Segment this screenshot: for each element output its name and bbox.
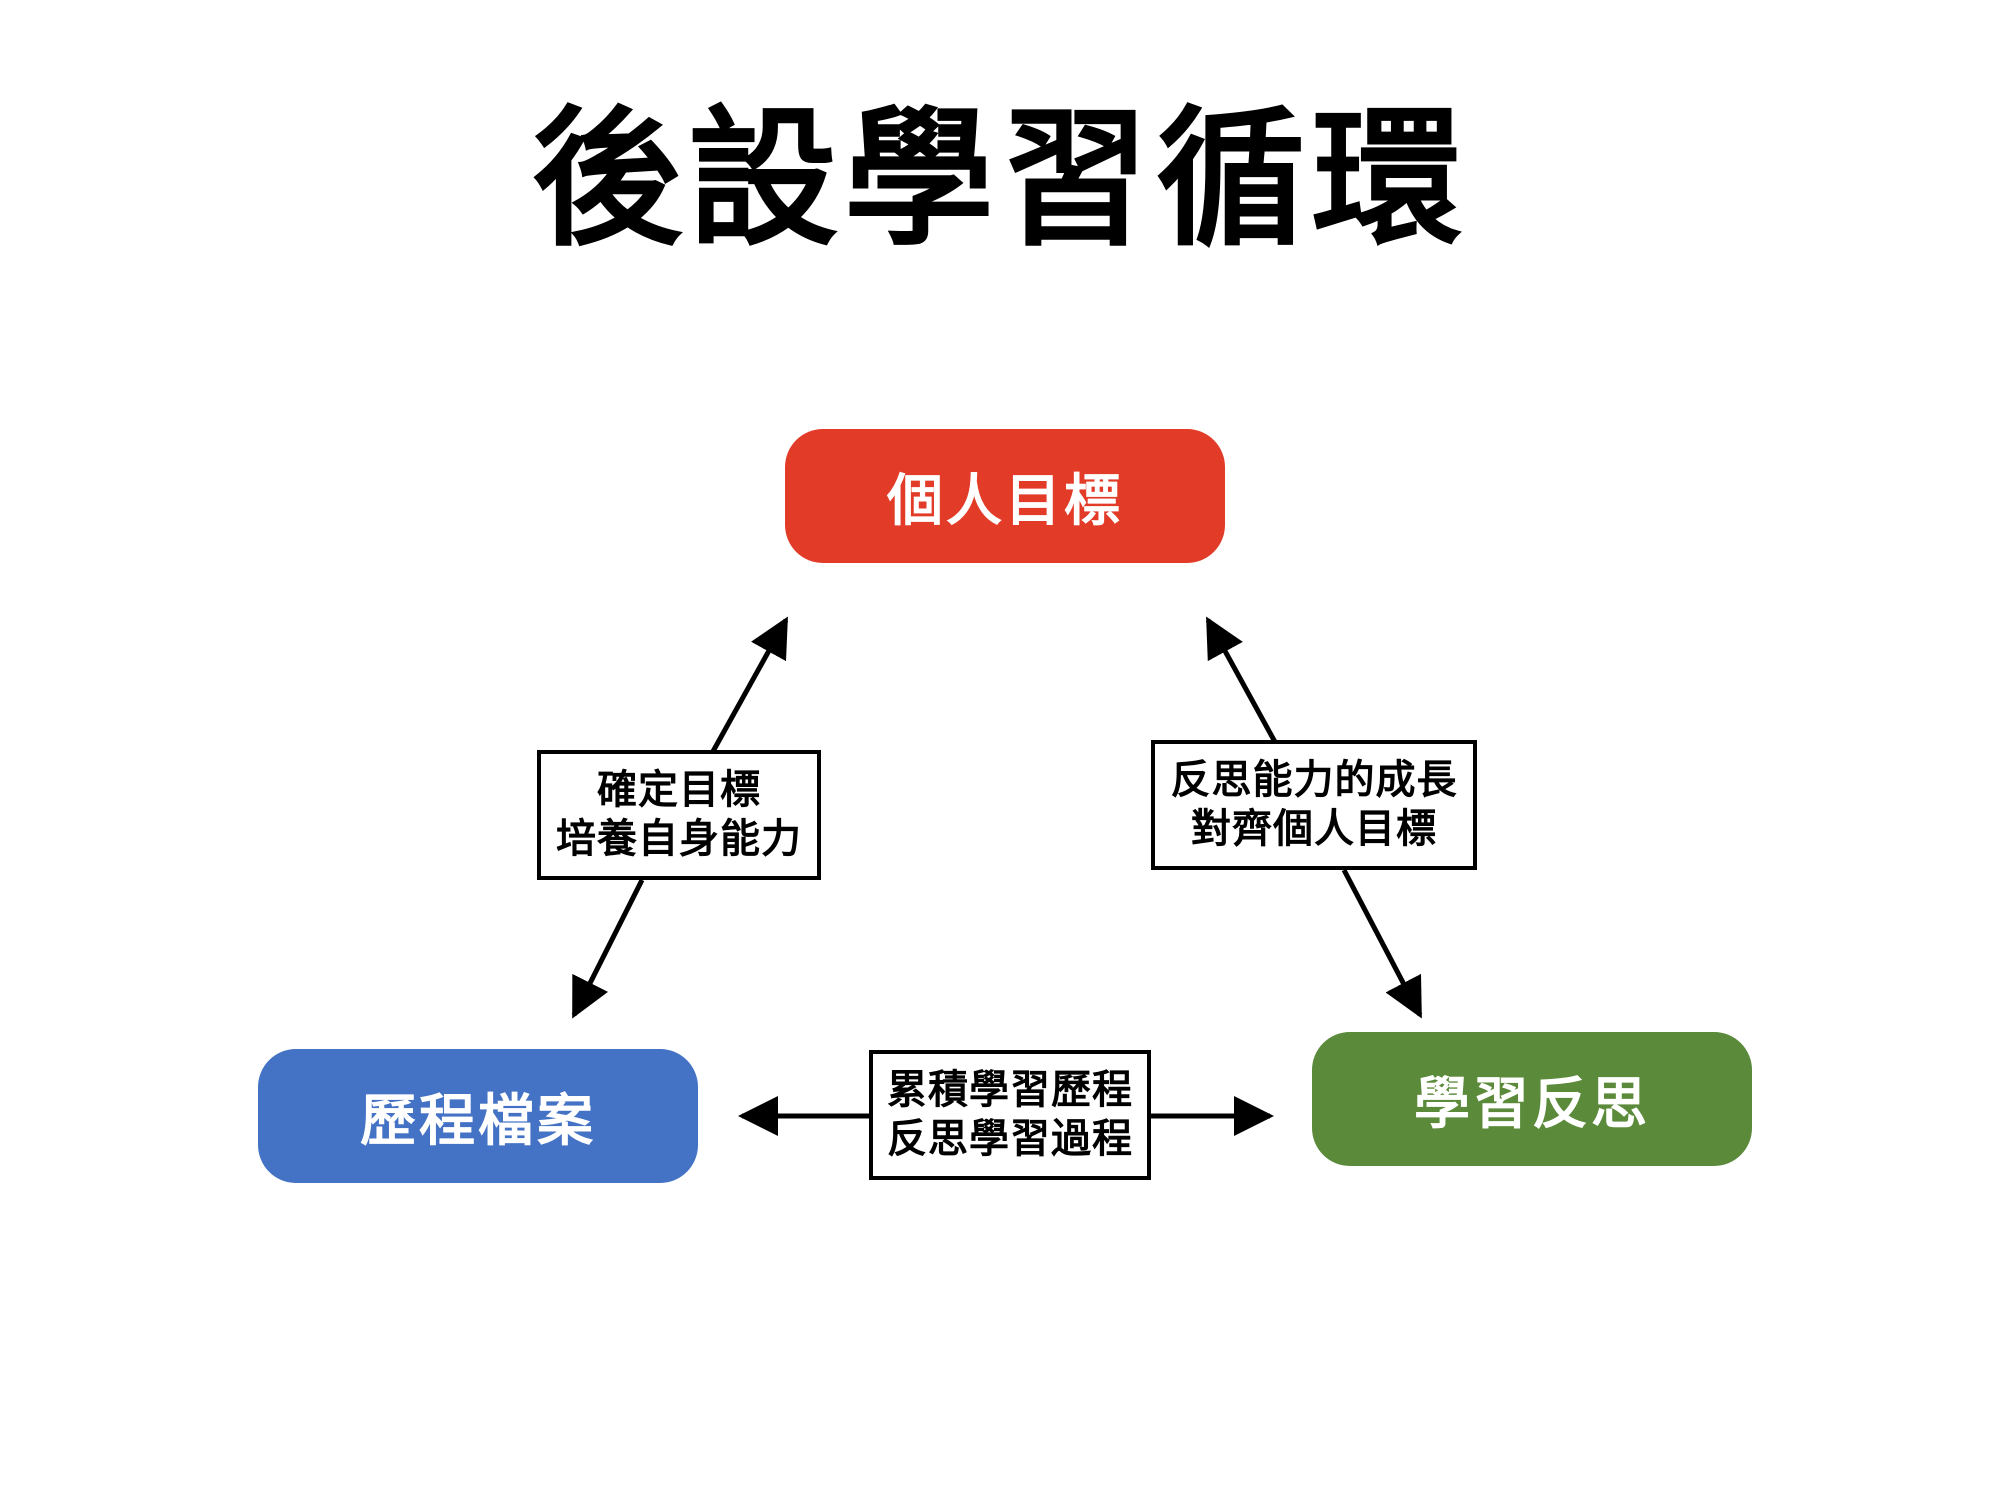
edge-label-bottom-line2: 反思學習過程 xyxy=(887,1116,1133,1162)
arrow-right-down xyxy=(1341,868,1423,1019)
edge-label-right-line1: 反思能力的成長 xyxy=(1170,757,1458,804)
edge-label-left-line1: 確定目標 xyxy=(597,767,761,814)
arrow-left-up xyxy=(708,616,789,757)
edge-label-right: 反思能力的成長 對齊個人目標 xyxy=(1151,740,1477,870)
edge-label-left: 確定目標 培養自身能力 xyxy=(537,750,821,880)
node-personal-goal: 個人目標 xyxy=(785,429,1225,563)
node-portfolio: 歷程檔案 xyxy=(258,1049,698,1183)
node-personal-goal-label: 個人目標 xyxy=(887,468,1123,534)
edge-label-bottom: 累積學習歷程 反思學習過程 xyxy=(869,1050,1151,1180)
node-learning-reflection: 學習反思 xyxy=(1312,1032,1752,1166)
node-portfolio-label: 歷程檔案 xyxy=(360,1088,596,1154)
node-learning-reflection-label: 學習反思 xyxy=(1414,1071,1650,1137)
arrow-right-up xyxy=(1205,616,1278,744)
diagram-title: 後設學習循環 xyxy=(531,93,1468,267)
edge-label-left-line2: 培養自身能力 xyxy=(556,816,802,862)
edge-label-bottom-line1: 累積學習歷程 xyxy=(887,1067,1133,1114)
arrow-left-down xyxy=(571,878,645,1019)
edge-label-right-line2: 對齊個人目標 xyxy=(1191,806,1437,852)
